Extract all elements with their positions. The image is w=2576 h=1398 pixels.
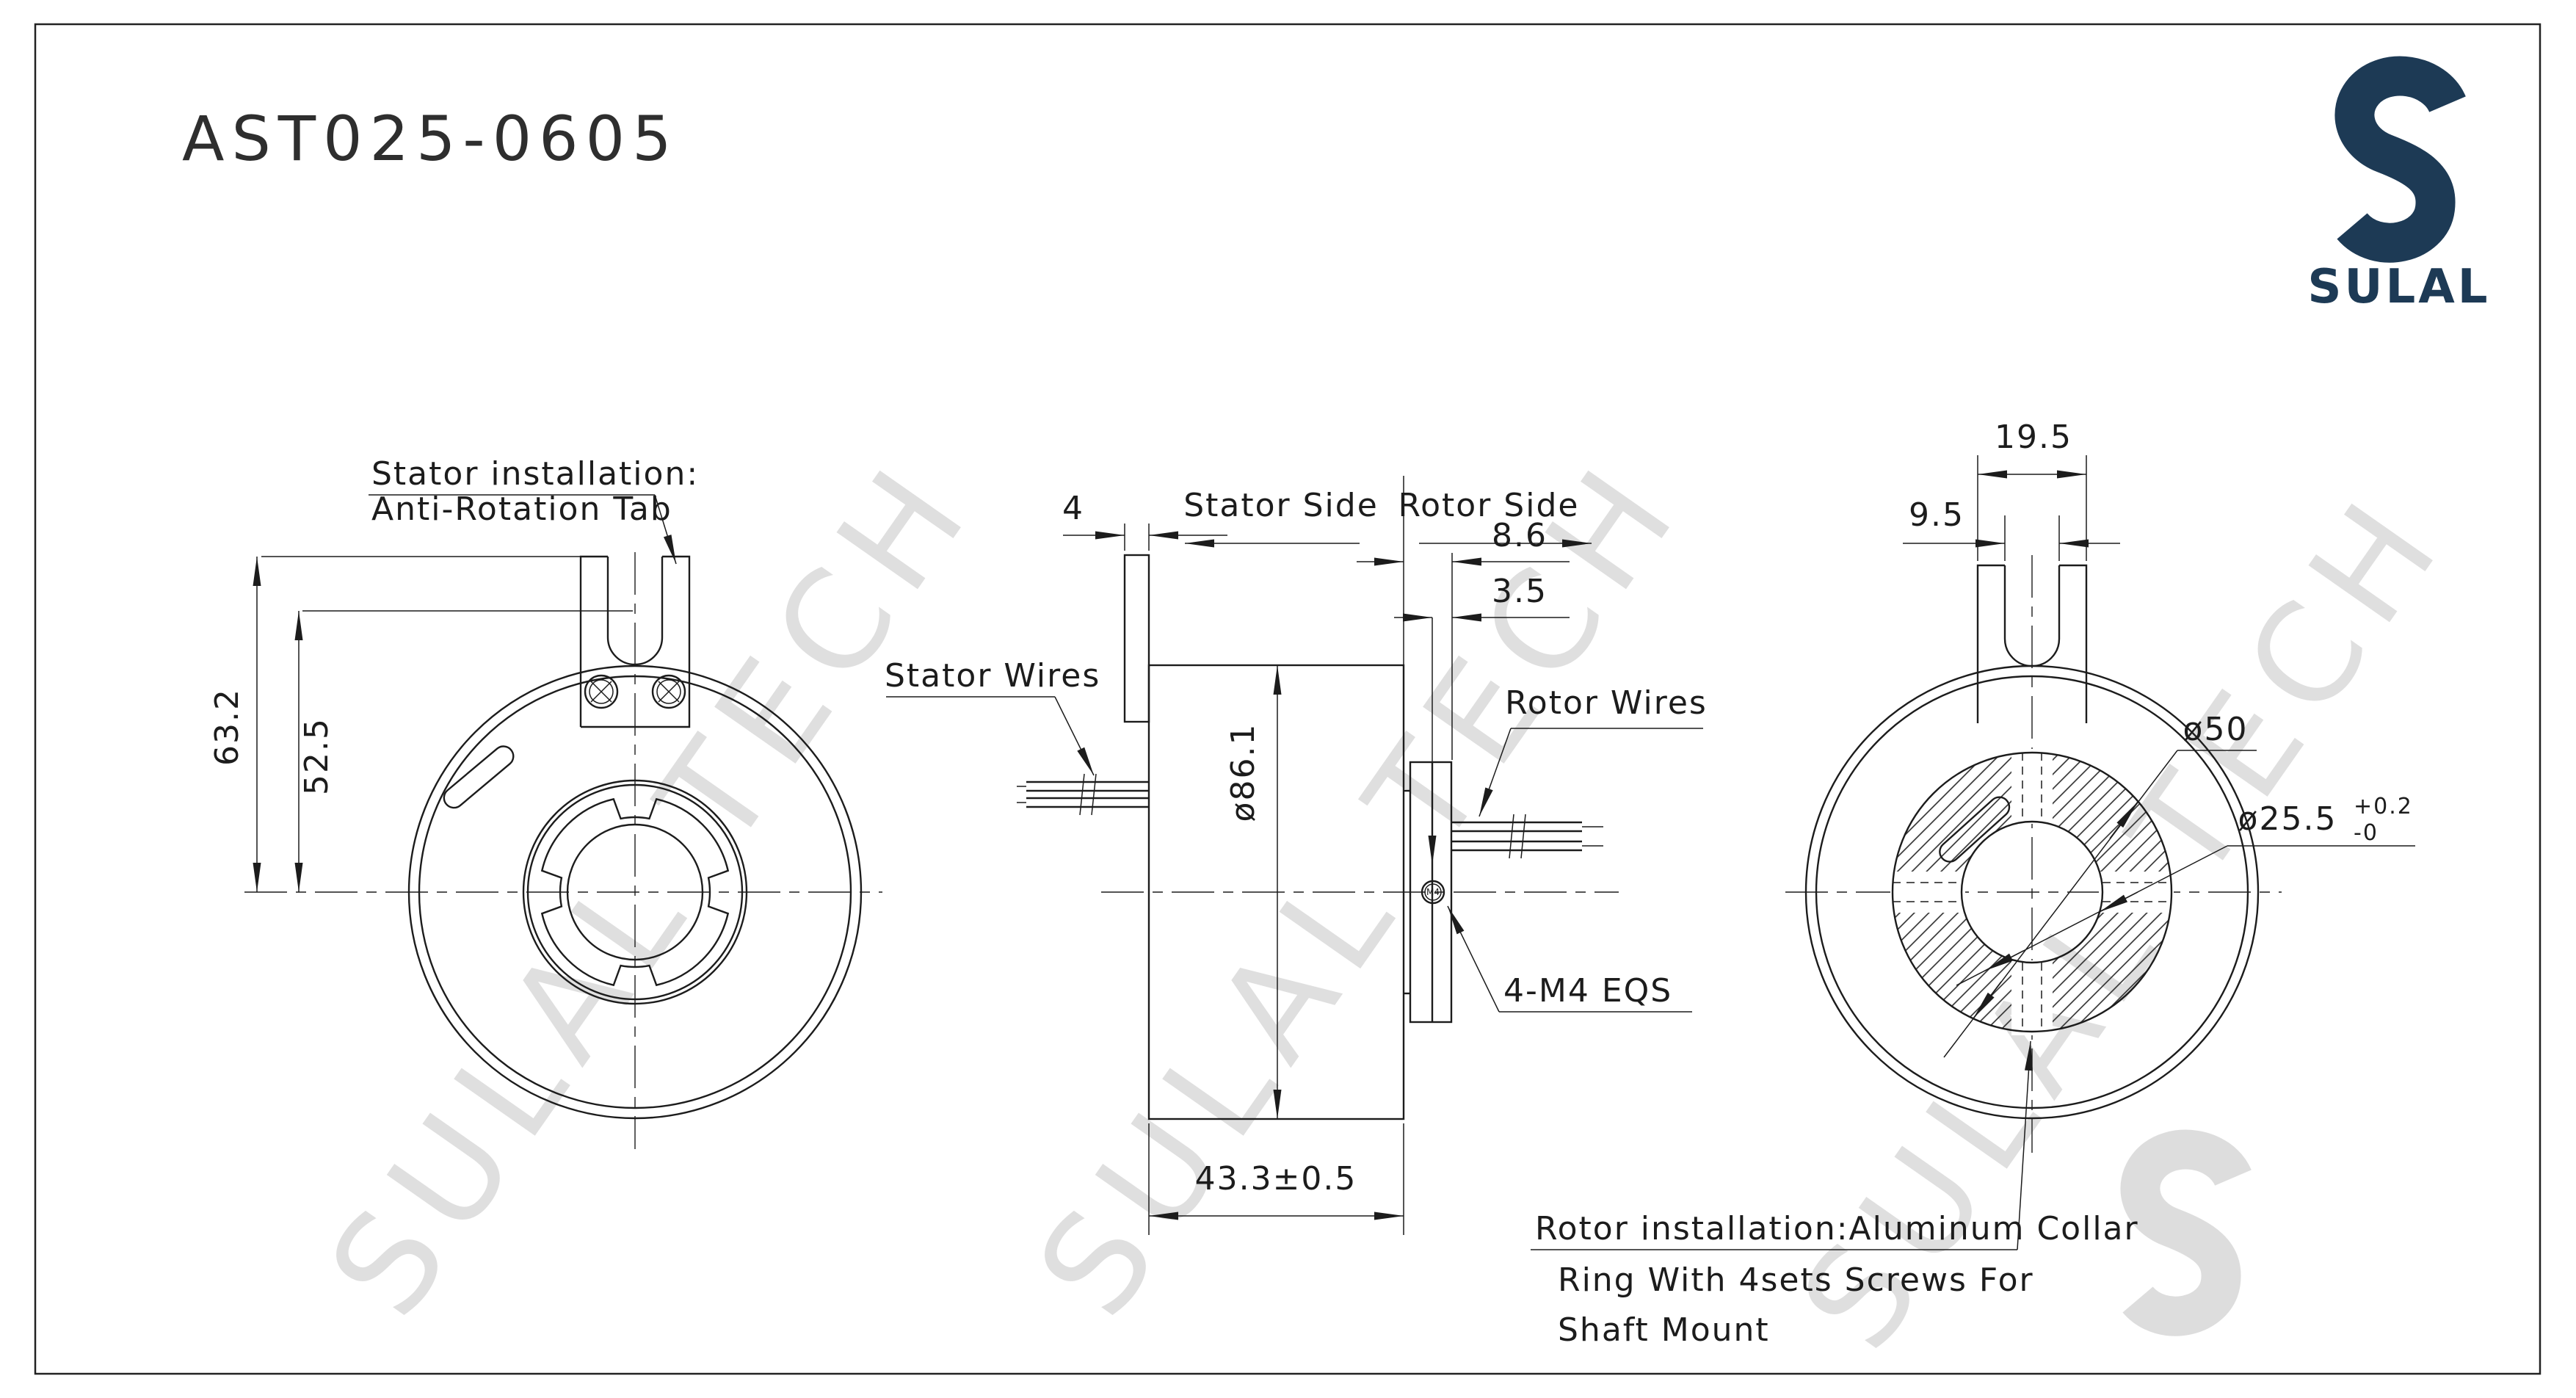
right-view: 19.5 9.5 ø50 ø25.5 +0.2 -0 (1531, 419, 2415, 1349)
dim-8-6: 8.6 (1357, 517, 1570, 760)
tab-side-view (1123, 554, 1150, 723)
right-outer-circle-2 (1815, 675, 2249, 1109)
dim-4: 4 (1062, 490, 1227, 551)
stator-wires: Stator Wires (885, 657, 1149, 816)
sulal-logo: SULAL (2307, 76, 2490, 314)
dim-9-5: 9.5 (1903, 496, 2120, 561)
bore-circle (1960, 820, 2104, 964)
dim-8-6-text: 8.6 (1492, 517, 1548, 554)
left-collar-circle-2 (526, 783, 744, 1001)
rotor-wires: Rotor Wires (1451, 684, 1708, 859)
left-outer-circle-2 (418, 675, 852, 1109)
page-title: AST025-0605 (182, 103, 679, 175)
stator-note-line1: Stator installation: (371, 455, 699, 493)
dim-52-5-text: 52.5 (298, 717, 335, 795)
m4-screw: M4 (1421, 880, 1445, 905)
dia-25-5-tol-minus: -0 (2354, 820, 2379, 846)
dim-9-5-text: 9.5 (1909, 496, 1964, 534)
rotor-wires-label: Rotor Wires (1505, 684, 1708, 722)
middle-view: M4 Stator Side Rotor Side 4 8.6 (885, 476, 1708, 1235)
dim-52-5: 52.5 (294, 610, 633, 892)
rotor-note-line3: Shaft Mount (1558, 1311, 1770, 1349)
sulal-s-icon (2352, 76, 2448, 243)
collar-ring (1890, 749, 2174, 1035)
dim-3-5-text: 3.5 (1492, 573, 1548, 610)
left-bore-circle (566, 823, 704, 961)
m4-screw-label: M4 (1426, 887, 1440, 897)
dim-3-5: 3.5 (1394, 573, 1570, 865)
dim-dia-25-5-text: ø25.5 (2238, 800, 2337, 838)
dim-63-2: 63.2 (208, 556, 581, 892)
stator-side-label: Stator Side (1183, 487, 1379, 524)
watermark-text: SULAL TECH (1007, 431, 1713, 1344)
watermark-s-logo (2138, 1150, 2233, 1316)
dim-43-3: 43.3±0.5 (1148, 1123, 1404, 1235)
dim-19-5-text: 19.5 (1995, 419, 2072, 456)
dim-dia-86-1-text: ø86.1 (1224, 723, 1262, 822)
rotor-side-label: Rotor Side (1398, 487, 1580, 524)
collar-outer-circle (1891, 751, 2173, 1033)
dia-25-5-tol-plus: +0.2 (2354, 794, 2413, 819)
drawing-border (34, 23, 2541, 1375)
dim-43-3-text: 43.3±0.5 (1195, 1160, 1357, 1198)
side-labels: Stator Side Rotor Side (1183, 476, 1592, 787)
right-anti-rotation-tab (1976, 564, 2088, 723)
dim-dia-50: ø50 (1943, 711, 2257, 1058)
rotor-installation-note: Rotor installation:Aluminum Collar Ring … (1531, 1040, 2139, 1349)
tab-screw-left (584, 674, 619, 709)
stator-wires-label: Stator Wires (885, 657, 1100, 695)
watermark-text: SULAL TECH (299, 431, 1004, 1344)
rotor-note-line1: Rotor installation:Aluminum Collar (1535, 1210, 2139, 1247)
dim-dia-86-1: ø86.1 (1224, 665, 1282, 1119)
dim-4-text: 4 (1062, 490, 1084, 527)
m4-note: 4-M4 EQS (1447, 905, 1692, 1013)
left-outer-circle (407, 664, 863, 1120)
stator-installation-note: Stator installation: Anti-Rotation Tab (369, 455, 699, 565)
dim-19-5: 19.5 (1977, 419, 2087, 561)
dim-63-2-text: 63.2 (208, 688, 246, 766)
brand-name: SULAL (2307, 260, 2490, 314)
rotor-note-line2: Ring With 4sets Screws For (1558, 1261, 2034, 1299)
left-view: Stator installation: Anti-Rotation Tab 6… (208, 455, 882, 1149)
left-wire-slot (443, 745, 515, 809)
dim-dia-25-5: ø25.5 +0.2 -0 (1956, 794, 2415, 986)
tab-screw-right (651, 674, 686, 709)
right-wire-slot (1939, 796, 2011, 863)
m4-note-text: 4-M4 EQS (1503, 972, 1672, 1010)
stator-note-line2: Anti-Rotation Tab (371, 490, 672, 528)
left-keyed-ring (540, 797, 730, 987)
dim-dia-50-text: ø50 (2183, 711, 2249, 748)
left-collar-circle (522, 779, 748, 1005)
